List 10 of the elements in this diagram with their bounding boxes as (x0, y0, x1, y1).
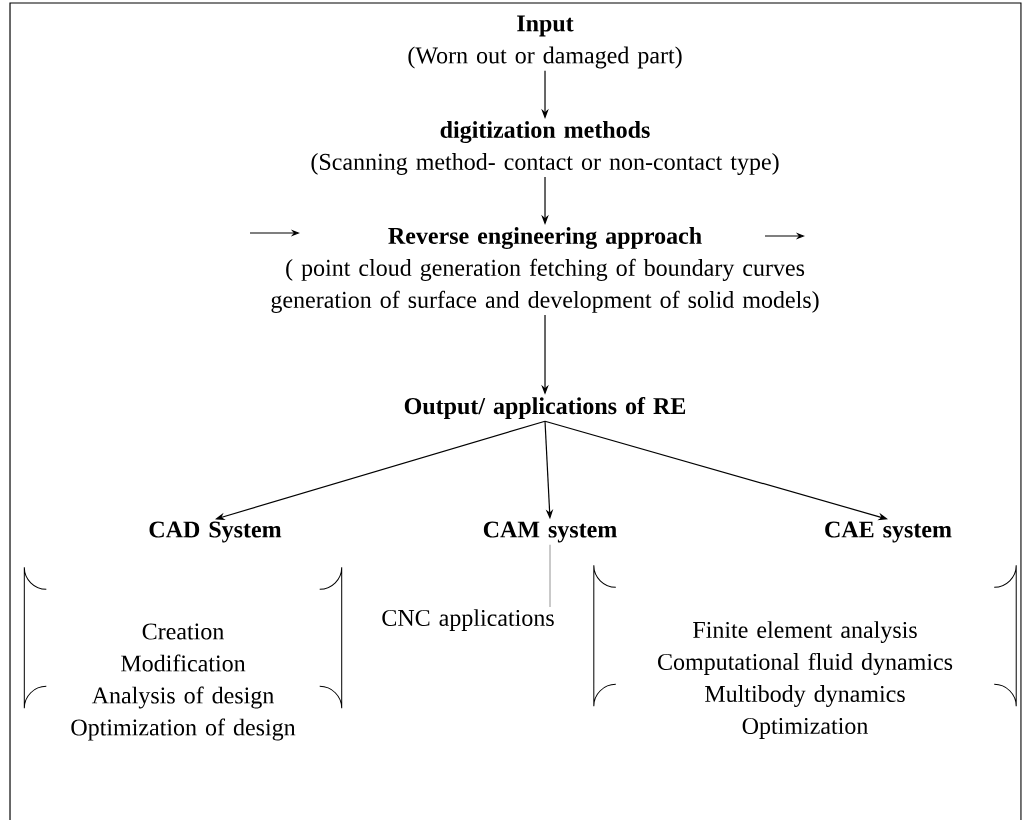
step-text: Reverse engineering approach ( point cloud generation fetching of boundary curves generation of surface and development of solid models) (271, 227, 819, 313)
step-text: digitization methods (Scanning method- contact or non-contact type) (311, 121, 779, 175)
step-text: Output/ applications of RE (404, 397, 686, 419)
step-text: CAD System (149, 521, 282, 543)
bracketed-list: Creation Modification Analysis of design Optimization of design (23, 566, 343, 741)
list-text: CNC applications (382, 609, 554, 631)
step-text: Input (Worn out or damaged part) (408, 15, 682, 69)
bracketed-list: Finite element analysis Computational fluid dynamics Multibody dynamics Optimization (593, 564, 1017, 739)
step-text: CAE system (825, 521, 952, 543)
step-text: CAM system (483, 521, 617, 543)
